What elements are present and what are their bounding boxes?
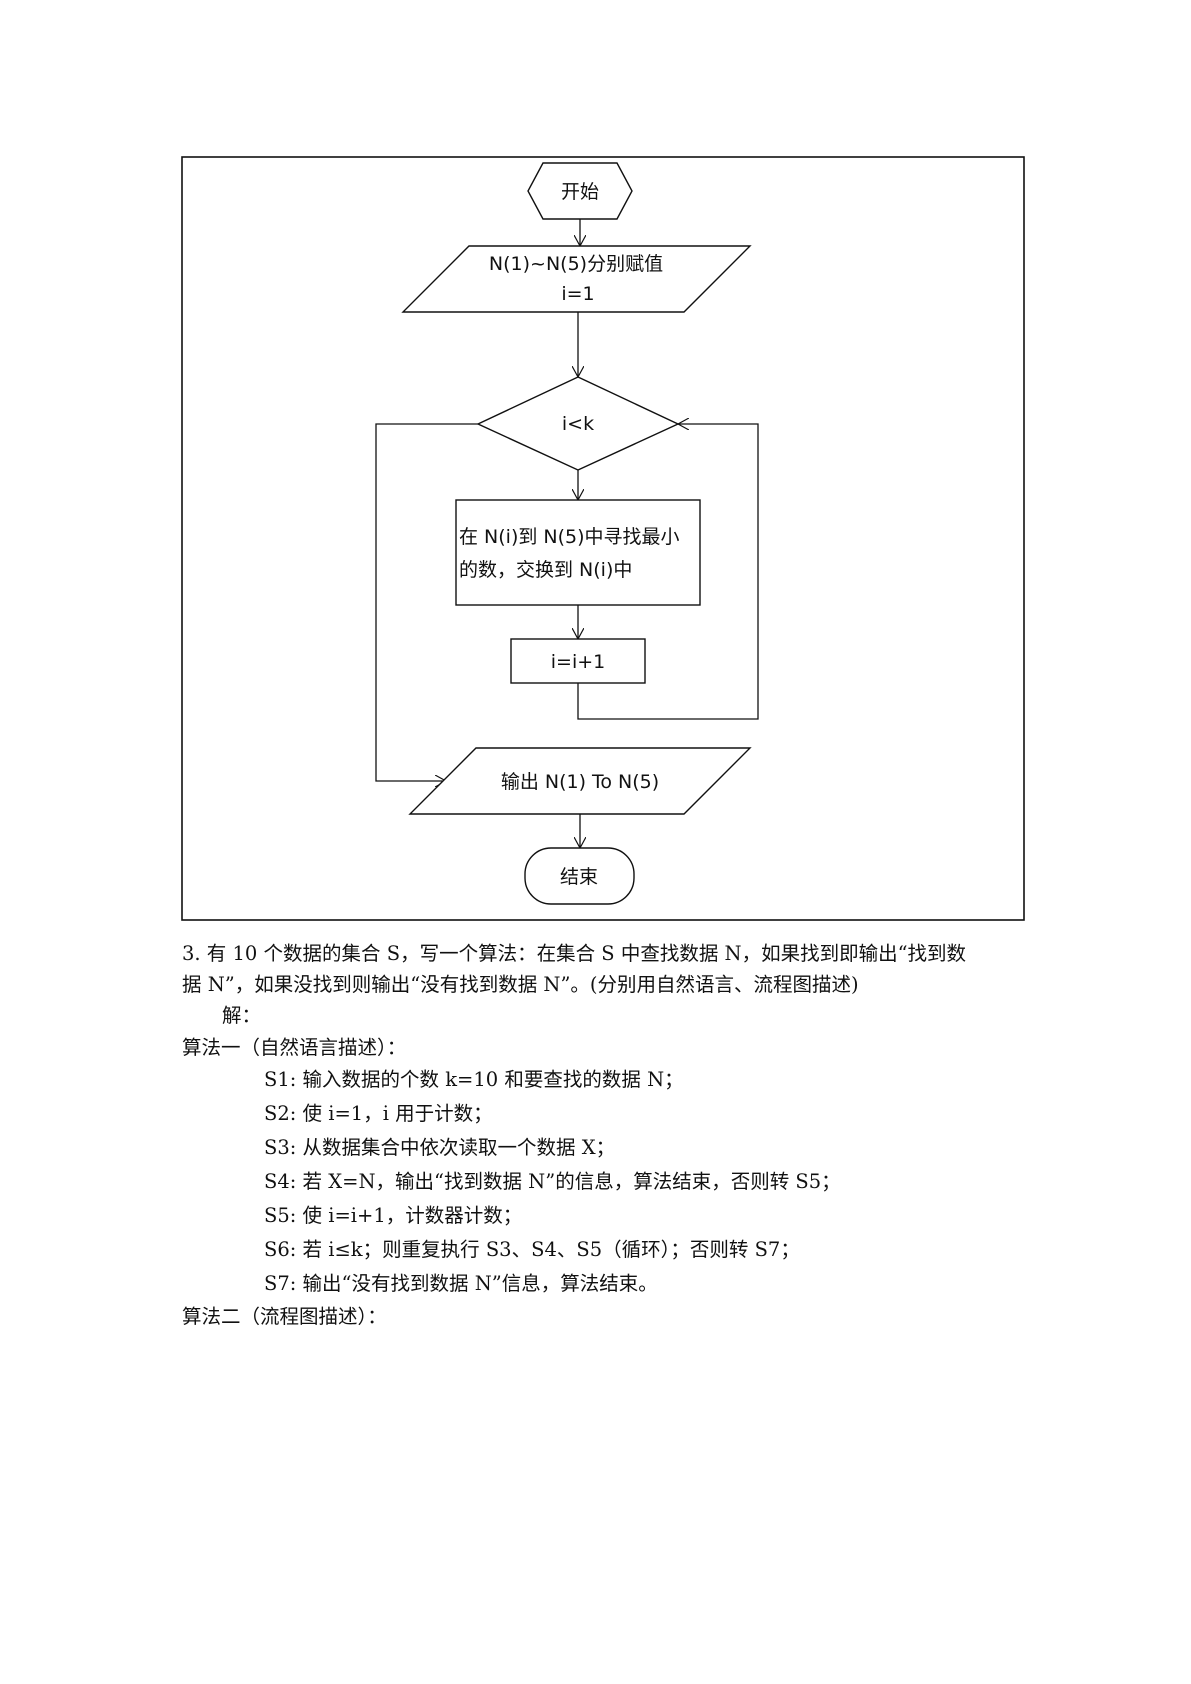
step-s6: S6: 若 i≤k；则重复执行 S3、S4、S5（循环）；否则转 S7； <box>264 1238 800 1261</box>
start-label: 开始 <box>561 181 599 203</box>
question-text-line2: 据 N”，如果没找到则输出“没有找到数据 N”。(分别用自然语言、流程图描述) <box>182 973 859 996</box>
process-label-line1: 在 N(i)到 N(5)中寻找最小 <box>459 526 680 548</box>
output-label: 输出 N(1) To N(5) <box>501 771 659 793</box>
step-s1: S1: 输入数据的个数 k=10 和要查找的数据 N； <box>264 1068 684 1091</box>
flowchart: 开始 N(1)~N(5)分别赋值 i=1 i<k 在 N(i)到 N(5)中寻找… <box>181 156 1025 921</box>
step-s4: S4: 若 X=N，输出“找到数据 N”的信息，算法结束，否则转 S5； <box>264 1170 841 1193</box>
output-box <box>408 747 752 815</box>
loop-back-line <box>577 424 759 720</box>
start-terminal <box>527 162 633 220</box>
step-s2: S2: 使 i=1，i 用于计数； <box>264 1102 493 1125</box>
increment-label: i=i+1 <box>551 651 606 673</box>
step-s5: S5: 使 i=i+1，计数器计数； <box>264 1204 523 1227</box>
method2-title: 算法二（流程图描述）： <box>182 1305 387 1328</box>
end-label: 结束 <box>560 866 598 888</box>
increment-box <box>510 638 646 684</box>
false-branch-line <box>375 423 478 781</box>
flowchart-frame <box>181 156 1025 921</box>
process-label-line2: 的数，交换到 N(i)中 <box>459 559 632 581</box>
condition-label: i<k <box>562 413 594 435</box>
assign-label-line1: N(1)~N(5)分别赋值 <box>489 253 663 275</box>
step-s3: S3: 从数据集合中依次读取一个数据 X； <box>264 1136 616 1159</box>
answer-label: 解： <box>222 1004 262 1027</box>
end-terminal <box>524 847 635 905</box>
assign-input-box <box>401 245 752 313</box>
assign-label-line2: i=1 <box>561 283 594 305</box>
step-s7: S7: 输出“没有找到数据 N”信息，算法结束。 <box>264 1272 658 1295</box>
process-box <box>455 499 701 606</box>
question-text-line1: 3. 有 10 个数据的集合 S，写一个算法：在集合 S 中查找数据 N，如果找… <box>182 942 967 965</box>
method1-title: 算法一（自然语言描述）： <box>182 1036 407 1059</box>
